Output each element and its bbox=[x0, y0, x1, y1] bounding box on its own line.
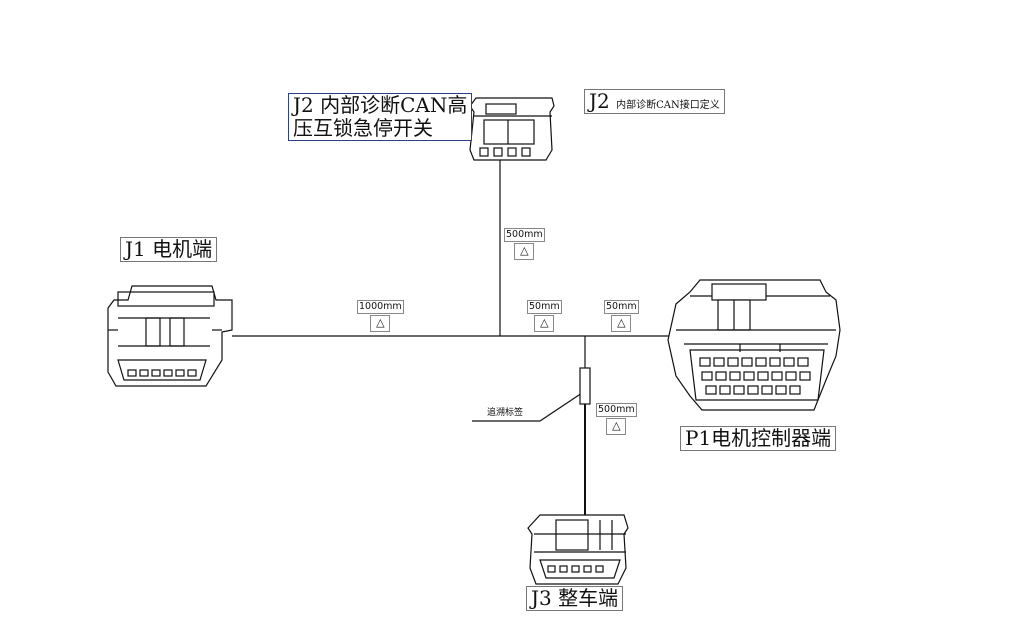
length-marker-icon: △ bbox=[611, 315, 632, 332]
j2-definition-label: J2 内部诊断CAN接口定义 bbox=[584, 89, 725, 114]
length-mid: 50mm △ bbox=[527, 300, 562, 332]
length-p1-main: 50mm △ bbox=[604, 300, 639, 332]
j2-label: J2 内部诊断CAN高 压互锁急停开关 bbox=[288, 93, 473, 141]
length-j1-main: 1000mm △ bbox=[357, 300, 404, 332]
trace-tag-marker bbox=[579, 367, 591, 405]
p1-connector bbox=[667, 279, 841, 411]
j1-label: J1 电机端 bbox=[120, 237, 218, 262]
trace-tag-label: 追溯标签 bbox=[487, 408, 524, 418]
length-value: 50mm bbox=[527, 300, 562, 314]
j2-label-line2: 压互锁急停开关 bbox=[293, 116, 433, 140]
j2-connector bbox=[469, 97, 555, 161]
length-j2-branch: 500mm △ bbox=[504, 228, 545, 260]
trace-tag-leader bbox=[472, 390, 586, 422]
length-value: 1000mm bbox=[357, 300, 404, 314]
j3-label: J3 整车端 bbox=[526, 586, 624, 611]
p1-label: P1电机控制器端 bbox=[680, 426, 837, 451]
length-j3-branch: 500mm △ bbox=[596, 403, 637, 435]
length-marker-icon: △ bbox=[370, 315, 391, 332]
wire-network bbox=[232, 158, 670, 515]
length-value: 50mm bbox=[604, 300, 639, 314]
length-marker-icon: △ bbox=[514, 243, 535, 260]
length-value: 500mm bbox=[596, 403, 637, 417]
j1-connector bbox=[107, 285, 233, 387]
j3-connector bbox=[527, 514, 629, 585]
j2-definition-text: 内部诊断CAN接口定义 bbox=[616, 100, 720, 111]
length-marker-icon: △ bbox=[534, 315, 555, 332]
length-value: 500mm bbox=[504, 228, 545, 242]
j2-definition-prefix: J2 bbox=[589, 89, 610, 113]
length-marker-icon: △ bbox=[606, 418, 627, 435]
j2-label-line1: J2 内部诊断CAN高 bbox=[293, 93, 468, 117]
